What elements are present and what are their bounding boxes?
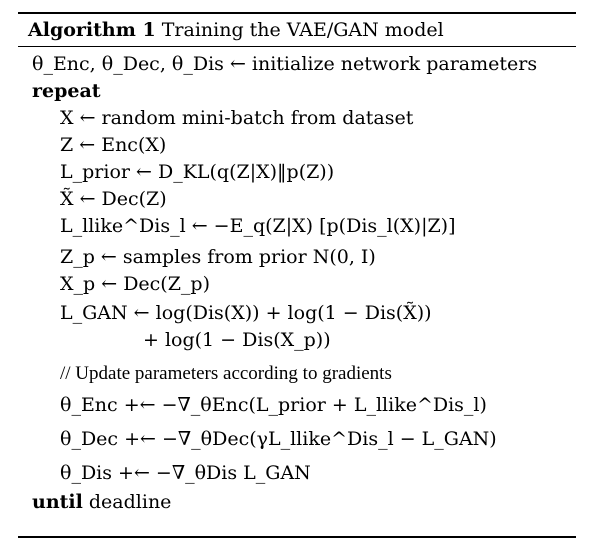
line-decode-prior: X_p ← Dec(Z_p) <box>60 273 210 295</box>
line-prior-loss: L_prior ← D_KL(q(Z|X)‖p(Z)) <box>60 161 335 183</box>
until-deadline: deadline <box>88 491 172 513</box>
line-comment: // Update parameters according to gradie… <box>60 363 392 384</box>
line-llike-loss: L_llike^Dis_l ← −E_q(Z|X) [p(Dis_l(X)|Z)… <box>60 215 456 237</box>
line-gan-loss: L_GAN ← log(Dis(X)) + log(1 − Dis(X̃)) <box>60 302 432 324</box>
line-prior-samples: Z_p ← samples from prior N(0, I) <box>60 246 376 268</box>
line-until: until deadline <box>32 490 171 514</box>
keyword-repeat: repeat <box>32 80 101 102</box>
line-sample-batch: X ← random mini-batch from dataset <box>60 107 414 129</box>
algorithm-box: Algorithm 1 Training the VAE/GAN model θ… <box>18 12 576 538</box>
caption-rule <box>18 46 576 47</box>
algorithm-caption: Algorithm 1 Training the VAE/GAN model <box>28 18 444 42</box>
line-update-encoder: θ_Enc +← −∇_θEnc(L_prior + L_llike^Dis_l… <box>60 394 487 416</box>
line-gan-loss-continued: + log(1 − Dis(X_p)) <box>143 329 331 351</box>
top-rule <box>18 12 576 14</box>
keyword-until: until <box>32 491 83 513</box>
line-initialize: θ_Enc, θ_Dec, θ_Dis ← initialize network… <box>32 53 538 75</box>
line-update-decoder: θ_Dec +← −∇_θDec(γL_llike^Dis_l − L_GAN) <box>60 428 497 450</box>
algorithm-label: Algorithm 1 <box>28 19 156 41</box>
bottom-rule <box>18 536 576 538</box>
line-encode: Z ← Enc(X) <box>60 134 167 156</box>
algorithm-title: Training the VAE/GAN model <box>161 19 444 41</box>
line-decode: X̃ ← Dec(Z) <box>60 188 167 210</box>
line-update-discriminator: θ_Dis +← −∇_θDis L_GAN <box>60 462 311 484</box>
